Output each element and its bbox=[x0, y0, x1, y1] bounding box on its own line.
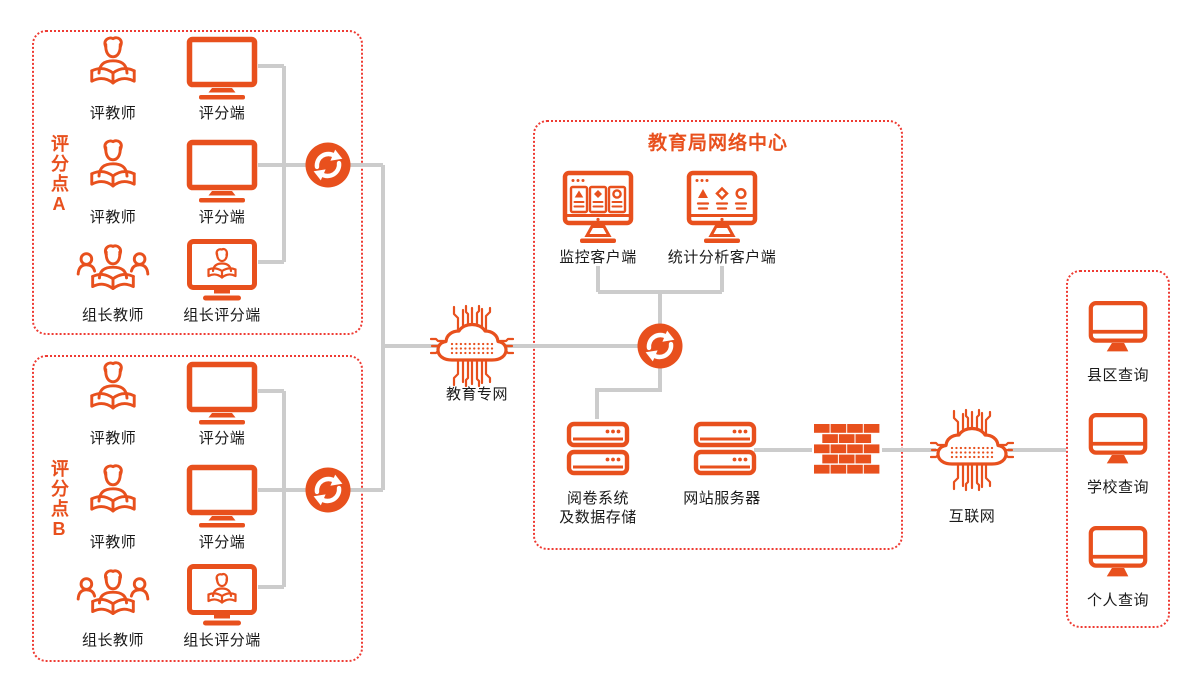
person-label: 评教师 bbox=[89, 534, 137, 551]
monitor-icon bbox=[186, 361, 258, 425]
query-label: 县区查询 bbox=[1086, 367, 1149, 384]
cloud-chip-icon bbox=[930, 408, 1014, 492]
scoring-point-a-label: 评分点A bbox=[49, 134, 69, 216]
group-teacher-icon bbox=[73, 244, 153, 304]
teacher-icon bbox=[84, 464, 142, 520]
terminal-label: 评分端 bbox=[198, 105, 246, 122]
terminal-label: 组长评分端 bbox=[183, 307, 261, 324]
teacher-icon bbox=[84, 361, 142, 417]
firewall-icon bbox=[814, 424, 880, 474]
monitoring-client-label: 监控客户端 bbox=[559, 249, 637, 266]
person-label: 组长教师 bbox=[81, 632, 144, 649]
sync-icon bbox=[305, 467, 351, 513]
terminal-label: 评分端 bbox=[198, 209, 246, 226]
query-monitor-icon bbox=[1088, 300, 1148, 355]
grading-server-label: 阅卷系统 及数据存储 bbox=[538, 489, 658, 527]
query-label: 学校查询 bbox=[1086, 479, 1149, 496]
terminal-label: 组长评分端 bbox=[183, 632, 261, 649]
monitoring-client-icon bbox=[562, 170, 634, 244]
leader-monitor-icon bbox=[186, 238, 258, 302]
query-monitor-icon bbox=[1088, 525, 1148, 580]
sync-icon bbox=[637, 323, 683, 369]
group-teacher-icon bbox=[73, 569, 153, 629]
stats-client-label: 统计分析客户端 bbox=[667, 249, 777, 266]
person-label: 评教师 bbox=[89, 209, 137, 226]
query-label: 个人查询 bbox=[1086, 592, 1149, 609]
person-label: 组长教师 bbox=[81, 307, 144, 324]
scoring-point-b-label: 评分点B bbox=[49, 459, 69, 541]
web-server-icon bbox=[693, 421, 757, 477]
internet-label: 互联网 bbox=[948, 508, 996, 525]
monitor-icon bbox=[186, 464, 258, 528]
cloud-chip-icon bbox=[430, 304, 514, 388]
grading-server-label-line2: 及数据存储 bbox=[559, 509, 637, 526]
teacher-icon bbox=[84, 36, 142, 92]
grading-server-icon bbox=[566, 421, 630, 477]
network-center-title: 教育局网络中心 bbox=[647, 133, 788, 154]
monitor-icon bbox=[186, 36, 258, 100]
person-label: 评教师 bbox=[89, 105, 137, 122]
person-label: 评教师 bbox=[89, 430, 137, 447]
web-server-label: 网站服务器 bbox=[683, 490, 761, 507]
sync-icon bbox=[305, 142, 351, 188]
monitor-icon bbox=[186, 139, 258, 203]
teacher-icon bbox=[84, 139, 142, 195]
query-terminals-box bbox=[1066, 270, 1170, 628]
terminal-label: 评分端 bbox=[198, 534, 246, 551]
education-network-label: 教育专网 bbox=[445, 386, 508, 403]
stats-client-icon bbox=[686, 170, 758, 244]
terminal-label: 评分端 bbox=[198, 430, 246, 447]
query-monitor-icon bbox=[1088, 412, 1148, 467]
leader-monitor-icon bbox=[186, 563, 258, 627]
grading-server-label-line1: 阅卷系统 bbox=[566, 490, 629, 507]
